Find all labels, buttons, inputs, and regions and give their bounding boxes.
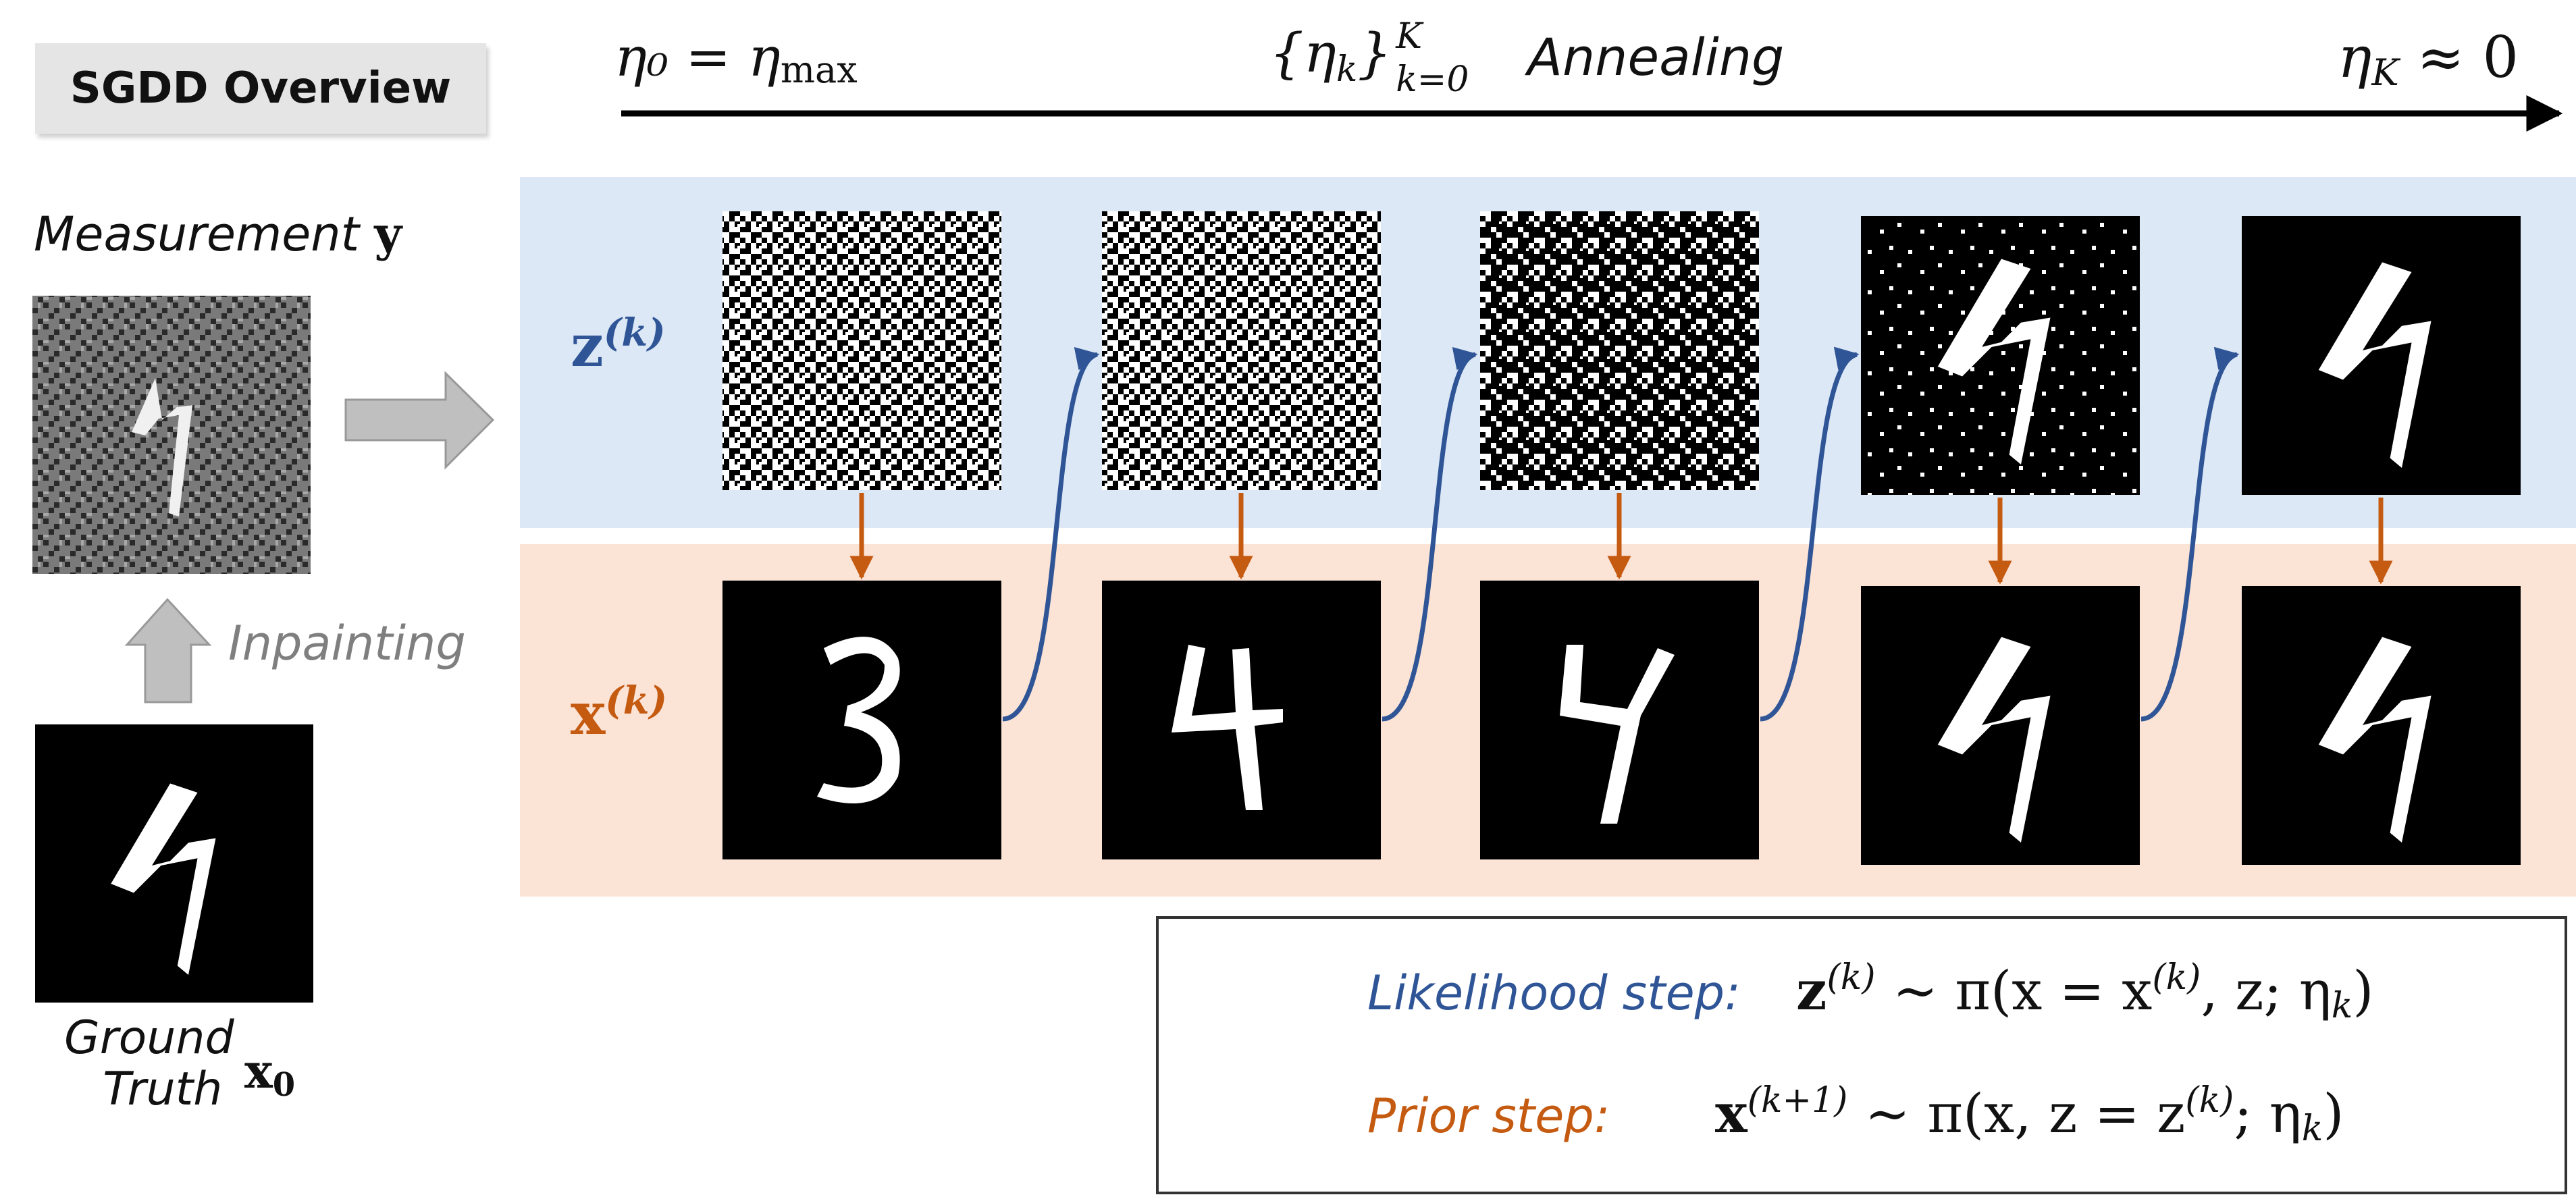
title-box: SGDD Overview (35, 43, 486, 134)
likelihood-step-label: Likelihood step: (1367, 965, 1741, 1021)
x-image-1 (722, 581, 1001, 859)
eta-start: η₀ = ηmax (614, 26, 858, 91)
likelihood-arrow-2 (1382, 347, 1478, 722)
prior-formula: x(k+1) ∼ π(x, z = z(k); ηk) (1715, 1080, 2344, 1149)
annealing-label: Annealing (1527, 27, 1785, 87)
likelihood-arrow-1 (1002, 347, 1100, 722)
likelihood-formula: z(k) ∼ π(x = x(k), z; ηk) (1796, 957, 2374, 1026)
title-text: SGDD Overview (70, 63, 452, 113)
likelihood-arrow-4 (2140, 346, 2240, 722)
z-image-5 (2242, 216, 2521, 495)
z-image-2 (1102, 211, 1381, 490)
z-image-1 (722, 211, 1001, 490)
eta-end: ηK ≈ 0 (2338, 24, 2519, 94)
z-image-4 (1861, 216, 2140, 495)
x-image-3 (1480, 581, 1759, 859)
z-row-label: z(k) (571, 311, 666, 380)
measurement-label: Measurement y (34, 206, 402, 262)
inpainting-arrow (124, 597, 212, 703)
x-image-4 (1861, 586, 2140, 865)
legend-box (1156, 916, 2567, 1194)
inpainting-label: Inpainting (228, 616, 466, 671)
measurement-image (32, 296, 311, 574)
x-row-label: x(k) (571, 679, 668, 748)
x-image-2 (1102, 581, 1381, 859)
measurement-to-process-arrow (344, 371, 495, 470)
prior-step-label: Prior step: (1367, 1088, 1610, 1144)
x-image-5 (2242, 586, 2521, 865)
ground-truth-symbol: x0 (244, 1043, 296, 1104)
z-image-3 (1480, 211, 1759, 490)
ground-truth-label: Ground Truth (64, 1011, 234, 1116)
ground-truth-image (35, 724, 313, 1003)
likelihood-arrow-3 (1760, 346, 1860, 722)
